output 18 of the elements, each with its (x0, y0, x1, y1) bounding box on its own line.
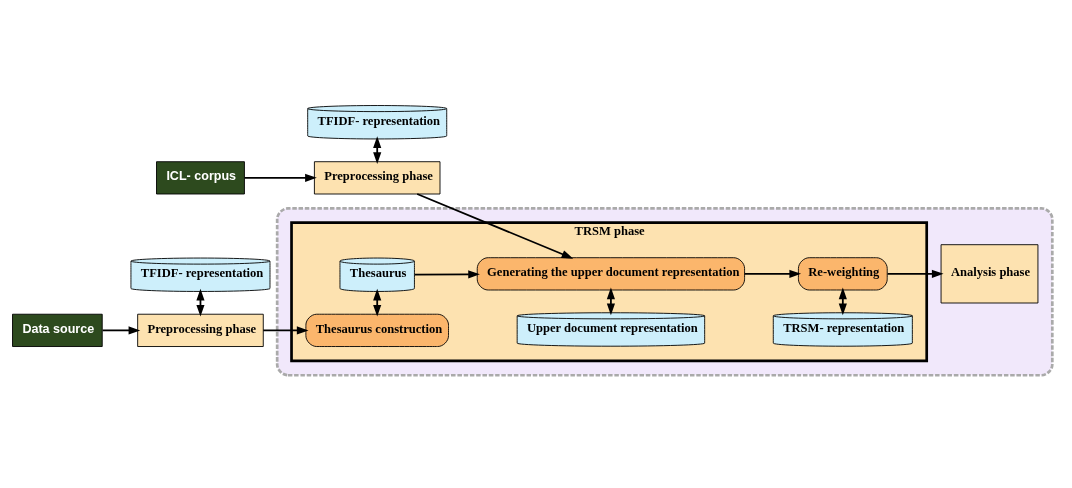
arrow (416, 193, 574, 259)
arrow (413, 270, 480, 279)
arrow (743, 269, 802, 278)
node-box: Analysis phase (940, 244, 1039, 304)
arrow (606, 287, 615, 316)
node-box: ICL- corpus (156, 161, 245, 195)
node-box: Thesaurus construction (305, 313, 449, 347)
arrow (838, 287, 847, 316)
node-box: Re-weighting (797, 257, 888, 291)
node-box: Preprocessing phase (137, 313, 264, 347)
node-box: Preprocessing phase (313, 161, 441, 195)
arrow (886, 269, 944, 278)
node-box: Data source (12, 313, 103, 347)
arrow (101, 326, 141, 335)
arrow (262, 326, 309, 335)
arrow (243, 173, 317, 182)
node-box: Generating the upper document representation (476, 257, 746, 291)
cluster (275, 207, 1054, 377)
